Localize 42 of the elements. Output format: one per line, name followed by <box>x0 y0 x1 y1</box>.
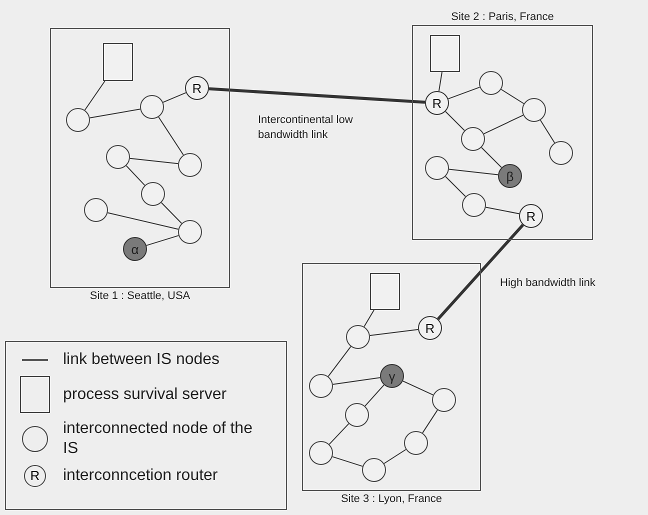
link-line <box>107 212 179 230</box>
link-line <box>485 206 520 214</box>
link-line <box>328 423 350 445</box>
site-label: Site 3 : Lyon, France <box>340 492 444 506</box>
router-sample-letter: R <box>30 467 40 486</box>
link-line <box>448 86 480 100</box>
link-line <box>480 146 502 168</box>
server-box <box>103 43 133 81</box>
link-line <box>126 165 146 186</box>
link-line <box>328 346 352 377</box>
server-box <box>430 35 460 72</box>
legend-text: process survival server <box>63 384 228 404</box>
link-line <box>364 384 384 407</box>
link-line <box>369 329 419 336</box>
link-line <box>332 456 364 467</box>
link-line <box>364 310 375 328</box>
link-line <box>444 176 466 198</box>
link-line <box>146 235 180 246</box>
link-line <box>384 449 406 464</box>
link-line <box>500 88 524 104</box>
link-line <box>448 168 499 176</box>
link-line <box>84 80 106 111</box>
site-label: Site 1 : Seattle, USA <box>88 288 192 304</box>
legend-text: interconncetion router <box>63 466 219 486</box>
link-line <box>422 410 438 434</box>
link-line <box>89 108 141 118</box>
link-line <box>162 92 186 103</box>
site-label: Site 2 : Paris, France <box>450 10 555 25</box>
link-line <box>129 158 179 164</box>
link-line <box>444 110 466 132</box>
link-line <box>332 377 381 385</box>
legend-text: interconnected node of the IS <box>63 419 254 459</box>
link-line <box>540 120 556 144</box>
link-line <box>438 72 442 92</box>
server-box <box>370 273 400 310</box>
link-line <box>160 202 182 224</box>
link-line <box>158 116 184 156</box>
legend-text: link between IS nodes <box>63 350 221 370</box>
site-link-line <box>208 87 426 104</box>
link-line <box>402 380 434 396</box>
site-link-line <box>436 224 524 320</box>
link-line <box>483 114 524 134</box>
